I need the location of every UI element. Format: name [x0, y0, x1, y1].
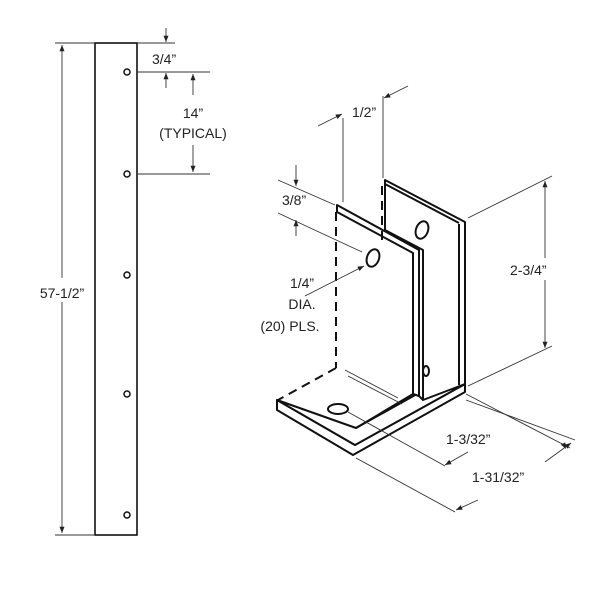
hole-offset-dimension: 3/8” [277, 165, 363, 253]
top-offset-label: 3/4” [152, 51, 176, 67]
hole-depth-label: 1-3/32” [446, 431, 491, 447]
hole-diameter-label: 1/4” [290, 275, 314, 291]
bracket-hole [327, 403, 349, 415]
strip-hole [123, 271, 131, 279]
base-depth-dimension: 1-31/32” [355, 399, 576, 513]
strip-length-label: 57-1/2” [40, 285, 85, 301]
bracket-width-label: 1/2” [352, 104, 376, 120]
base-depth-label: 1-31/32” [472, 469, 524, 485]
strip-hole [123, 390, 131, 398]
hole-offset-label: 3/8” [282, 192, 306, 208]
bracket [276, 179, 466, 456]
hole-spacing-label: 14” [183, 105, 204, 121]
strip-hole [123, 511, 131, 519]
bracket-height-label: 2-3/4” [510, 262, 547, 278]
strip-length-dimension: 57-1/2” [40, 42, 95, 536]
bracket-hole [422, 365, 430, 377]
bracket-width-dimension: 1/2” [317, 85, 409, 202]
hole-diameter-abbrev: DIA. [288, 296, 315, 312]
hole-spacing-dimension: 14” (TYPICAL) [137, 74, 227, 175]
strip-hole [123, 68, 131, 76]
hole-depth-dimension: 1-3/32” [347, 393, 571, 467]
top-offset-dimension: 3/4” [137, 28, 210, 88]
bracket-height-dimension: 2-3/4” [467, 175, 553, 387]
bracket-hole [414, 220, 430, 240]
hole-spacing-note: (TYPICAL) [159, 125, 227, 141]
hole-diameter-callout: 1/4” DIA. (20) PLS. [260, 265, 365, 334]
strip-hole [123, 170, 131, 178]
bracket-hole [365, 248, 381, 268]
mounting-strip [94, 42, 138, 536]
hole-count-label: (20) PLS. [260, 318, 319, 334]
